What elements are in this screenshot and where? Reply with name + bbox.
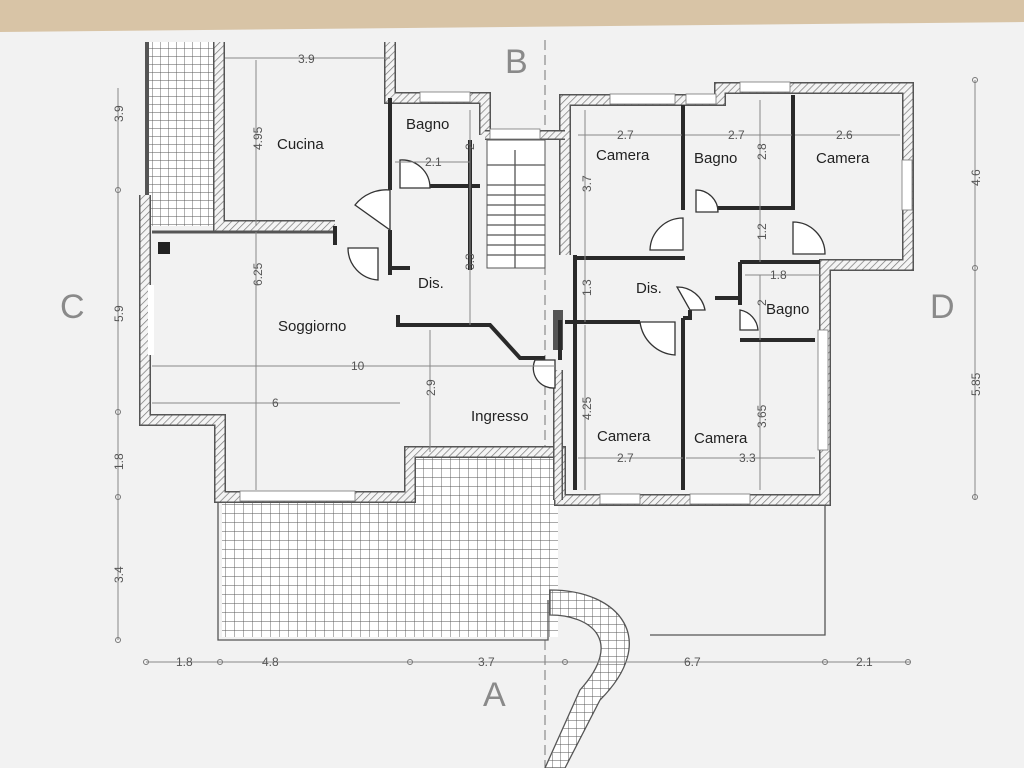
dim-left-4: 3.4 [112, 566, 126, 583]
label-dis-left: Dis. [418, 275, 444, 292]
label-ingresso: Ingresso [471, 408, 529, 425]
dim-cam3-w: 2.7 [617, 451, 634, 465]
dim-cam1-w: 2.7 [617, 128, 634, 142]
balcony-tiles [147, 42, 219, 226]
dim-cam2-w: 2.6 [836, 128, 853, 142]
label-bagno-right: Bagno [766, 301, 809, 318]
table-surface [0, 0, 1024, 32]
entrance-tiles [410, 452, 560, 500]
dim-cam4-w: 3.3 [739, 451, 756, 465]
terrace-tiles [222, 497, 558, 637]
dim-dis-h: 1.3 [580, 279, 594, 296]
interior-partitions [333, 95, 820, 490]
dim-bagno2-w: 2.7 [728, 128, 745, 142]
dim-corr-h: 1.2 [755, 223, 769, 240]
staircase [486, 139, 546, 269]
dimension-lines [117, 57, 976, 663]
exterior-curved-stair [544, 589, 630, 768]
label-camera-top-left: Camera [596, 147, 650, 164]
dim-bot-1: 1.8 [176, 655, 193, 669]
dim-bagno3-w: 1.8 [770, 268, 787, 282]
dim-bagno2-h: 2.8 [755, 143, 769, 160]
dim-bagno-w: 2.1 [425, 155, 442, 169]
dim-bagno-h: 2 [463, 143, 477, 150]
dim-cucina-h: 4.95 [251, 126, 265, 150]
dim-right-2: 5.85 [969, 372, 983, 396]
dim-bagno3-h: 2 [755, 299, 769, 306]
dim-sogg-w2: 6 [272, 396, 279, 410]
label-camera-bottom-left: Camera [597, 428, 651, 445]
chimney-symbol [158, 242, 170, 254]
label-bagno-top-mid: Bagno [694, 150, 737, 167]
label-camera-top-right: Camera [816, 150, 870, 167]
dim-left-1: 3.9 [112, 105, 126, 122]
terrace-border [217, 497, 549, 641]
label-bagno-top: Bagno [406, 116, 449, 133]
label-cucina: Cucina [277, 136, 324, 153]
label-dis-right: Dis. [636, 280, 662, 297]
dim-cam1-h: 3.7 [580, 175, 594, 192]
doors [158, 159, 826, 389]
dim-stair-h: 3.3 [463, 253, 477, 270]
dim-cucina-w: 3.9 [298, 52, 315, 66]
dim-left-2: 5.9 [112, 305, 126, 322]
side-letters: B C D A [60, 43, 955, 714]
dimension-values-vertical: 4.95 2 3.3 3.7 2.8 1.2 1.3 6.25 2.9 2 4.… [112, 105, 983, 583]
dim-left-3: 1.8 [112, 453, 126, 470]
dim-sogg-w: 10 [351, 359, 365, 373]
dim-bot-5: 2.1 [856, 655, 873, 669]
dim-sogg-h: 6.25 [251, 262, 265, 286]
room-labels: Cucina Bagno Camera Bagno Camera Dis. Di… [277, 116, 870, 447]
dim-ingr-h: 2.9 [424, 379, 438, 396]
side-d: D [930, 288, 955, 326]
dim-bot-2: 4.8 [262, 655, 279, 669]
dim-cam3-h: 4.25 [580, 396, 594, 420]
dim-bot-3: 3.7 [478, 655, 495, 669]
label-soggiorno: Soggiorno [278, 318, 346, 335]
side-c: C [60, 288, 85, 326]
windows [148, 81, 913, 505]
dimension-values: 3.9 2.1 2.7 2.7 2.6 10 6 1.8 2.7 3.3 1.8… [176, 52, 873, 669]
dim-bot-4: 6.7 [684, 655, 701, 669]
label-camera-bottom-right: Camera [694, 430, 748, 447]
side-a: A [483, 676, 506, 714]
dim-right-1: 4.6 [969, 169, 983, 186]
dimension-ticks [115, 77, 978, 665]
side-b: B [505, 43, 528, 81]
dim-cam4-h: 3.65 [755, 404, 769, 428]
